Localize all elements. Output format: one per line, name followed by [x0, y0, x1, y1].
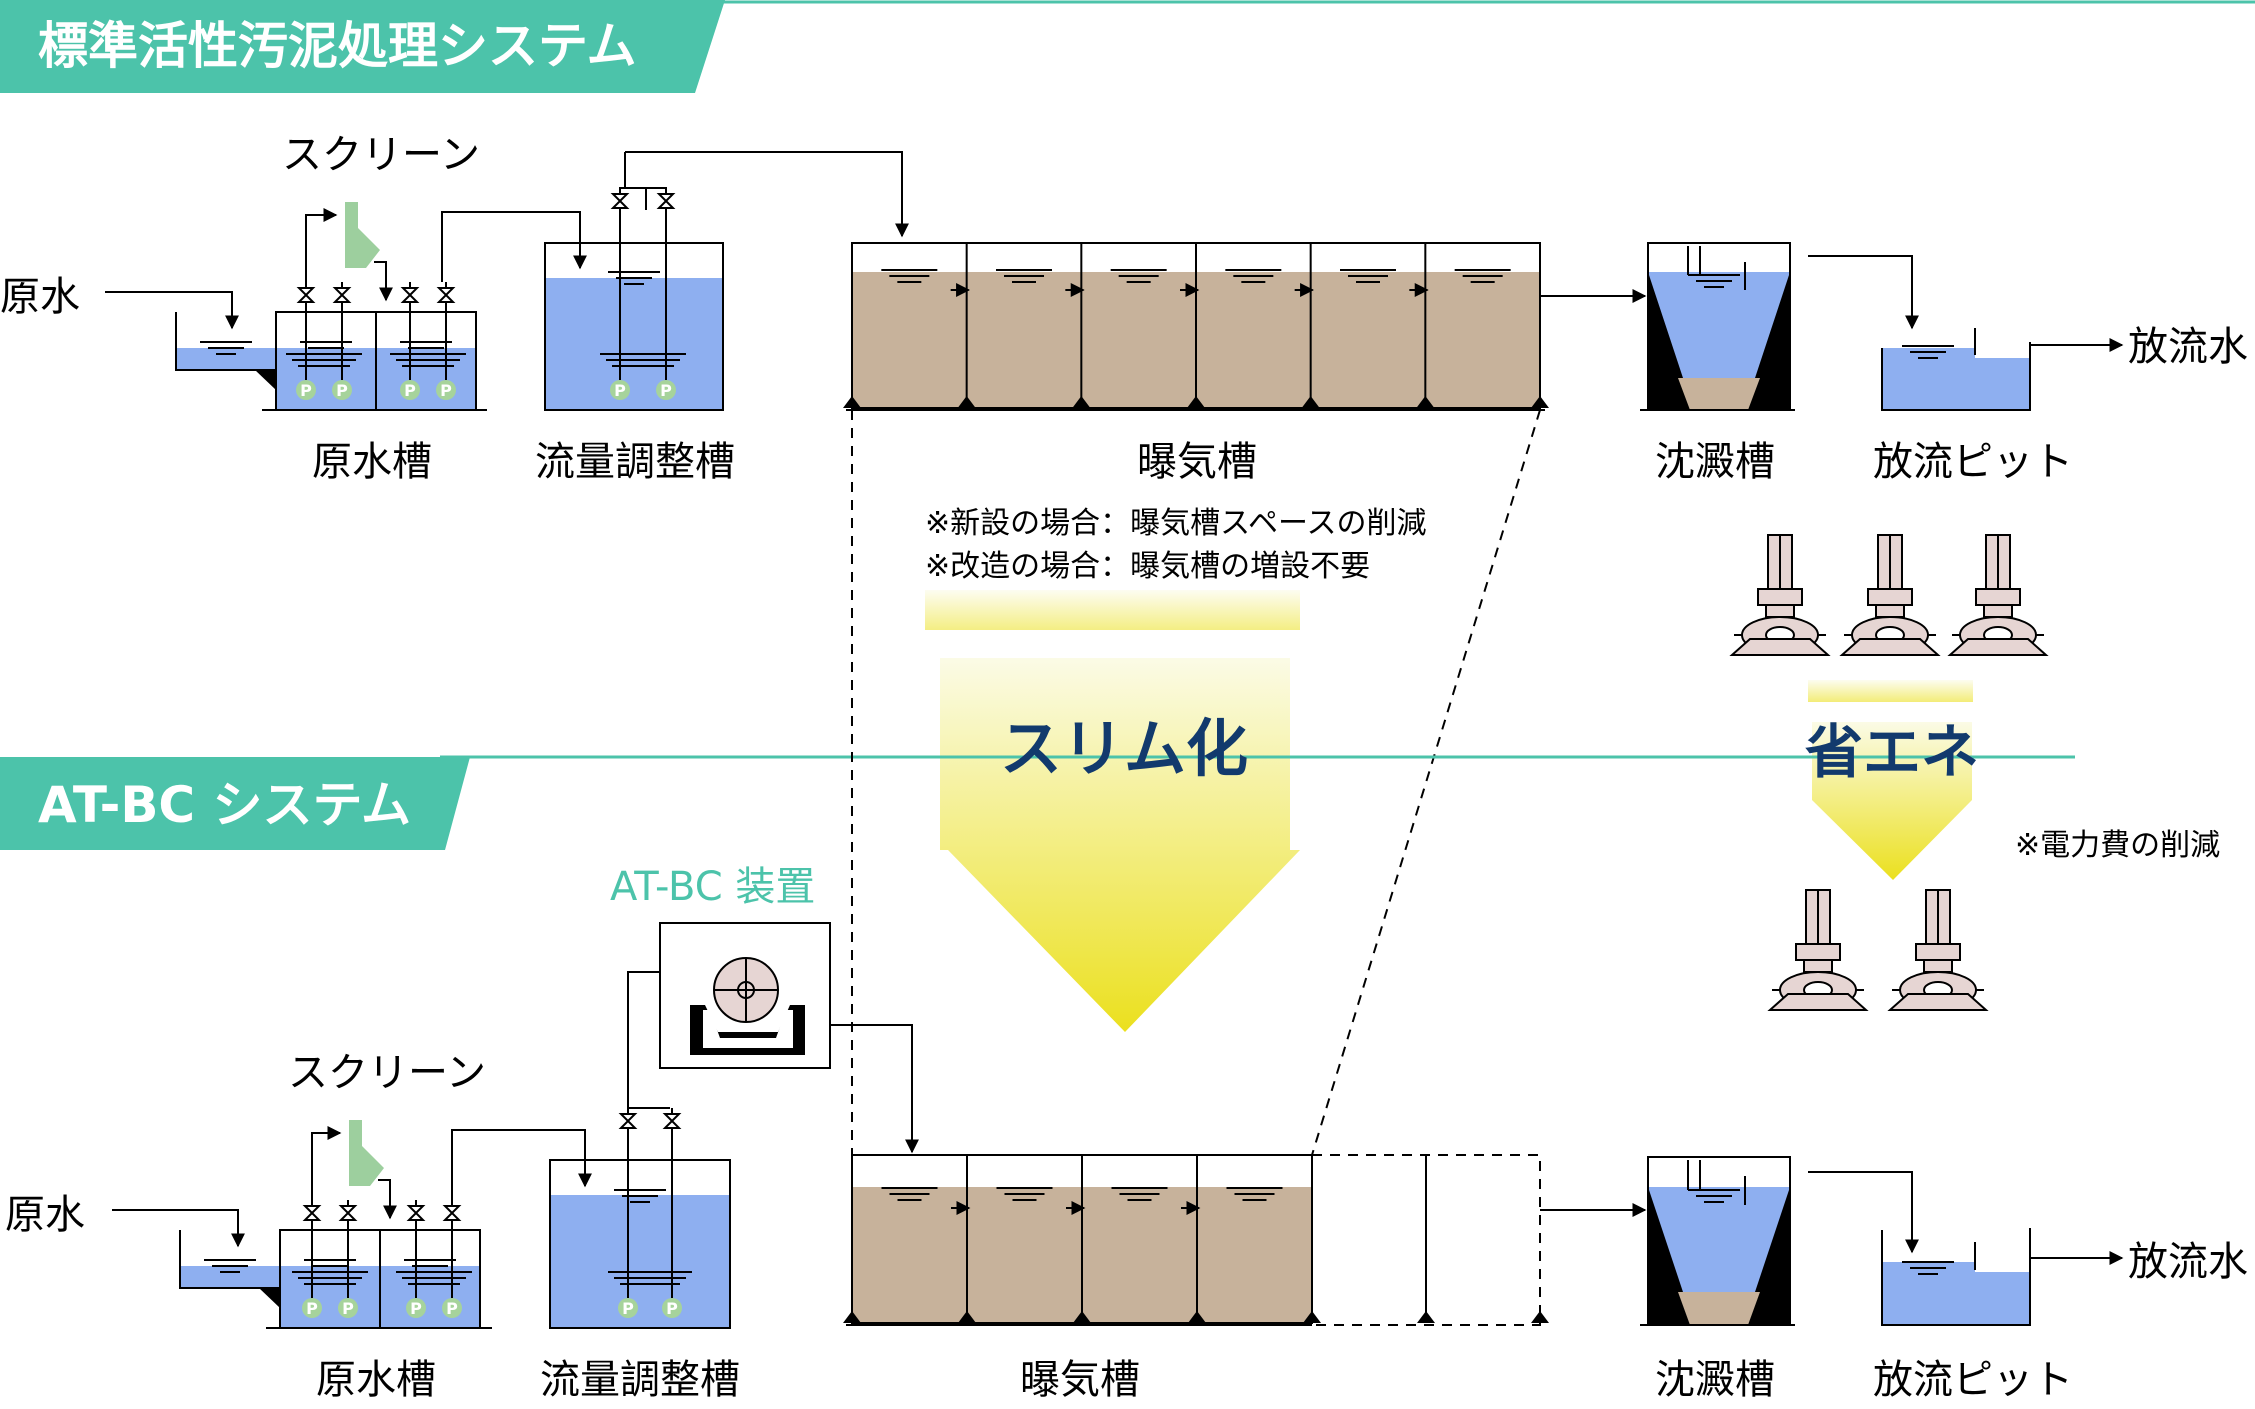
- blower-icon: [1767, 889, 1869, 1011]
- blower-icon: [1729, 534, 1831, 656]
- pump-icon: [332, 380, 352, 400]
- pump-label: P: [300, 381, 312, 400]
- top-tank-label-pit: 放流ピット: [1873, 439, 2073, 485]
- note-renovation: ※改造の場合：曝気槽の増設不要: [925, 549, 1370, 584]
- pump-label: P: [622, 1299, 634, 1318]
- top-inlet-trough: [175, 312, 276, 390]
- pump-icon: [302, 1298, 322, 1318]
- water-surface-icon: [1688, 1189, 1740, 1203]
- pump-label: P: [446, 1299, 458, 1318]
- slim-trapezoid: [851, 409, 1541, 1156]
- top-inlet-pipe: [105, 291, 239, 330]
- top-screen-label: スクリーン: [282, 132, 480, 178]
- pump-label: P: [410, 1299, 422, 1318]
- water-surface-icon: [204, 1259, 256, 1273]
- bottom-header: AT-BC システム: [0, 755, 2075, 850]
- water-surface-icon: [200, 341, 252, 355]
- pump-icon: [400, 380, 420, 400]
- bottom-discharge-pit: [1881, 1228, 2031, 1326]
- pump-icon: [656, 380, 676, 400]
- top-tank-label-settling: 沈澱槽: [1655, 439, 1775, 485]
- bottom-screen-label: スクリーン: [288, 1050, 486, 1096]
- bottom-screen-icon: [349, 1120, 384, 1186]
- pump-label: P: [306, 1299, 318, 1318]
- bottom-tank-label-raw: 原水槽: [316, 1357, 436, 1403]
- pump-icon: [442, 1298, 462, 1318]
- top-raw-water-tank: [262, 311, 487, 411]
- pump-icon: [662, 1298, 682, 1318]
- pump-icon: [436, 380, 456, 400]
- pump-icon: [406, 1298, 426, 1318]
- top-aeration-compartments: [843, 243, 1549, 408]
- top-inlet-label: 原水: [0, 274, 80, 320]
- bottom-inlet-trough: [179, 1230, 280, 1308]
- top-flow-tank: [544, 242, 724, 411]
- water-surface-icon: [608, 271, 660, 285]
- pump-icon: [338, 1298, 358, 1318]
- atbc-device: [659, 922, 831, 1069]
- top-tank-label-flow: 流量調整槽: [535, 439, 735, 485]
- blower-icon: [1887, 889, 1989, 1011]
- slim-label: スリム化: [1000, 712, 1248, 785]
- top-discharge-pit: [1881, 328, 2031, 411]
- note-new-construction: ※新設の場合：曝気槽スペースの削減: [925, 506, 1427, 541]
- pump-icon: [610, 380, 630, 400]
- slim-arrow: [925, 590, 1300, 1032]
- energy-arrow: [1808, 680, 1973, 880]
- bottom-outlet-label: 放流水: [2128, 1239, 2248, 1285]
- pump-label: P: [660, 381, 672, 400]
- pump-label: P: [614, 381, 626, 400]
- bottom-aeration-tank: [846, 1154, 1541, 1326]
- top-outlet-label: 放流水: [2128, 324, 2248, 370]
- blower-icon: [1839, 534, 1941, 656]
- top-settling-tank: [1640, 242, 1795, 411]
- bottom-settling-tank: [1640, 1156, 1795, 1326]
- bottom-tank-label-pit: 放流ピット: [1873, 1357, 2073, 1403]
- top-screen-icon: [345, 202, 380, 268]
- bottom-tank-label-settling: 沈澱槽: [1655, 1357, 1775, 1403]
- bottom-flow-tank: [549, 1159, 731, 1329]
- water-surface-icon: [1902, 1261, 1954, 1275]
- energy-label: 省エネ: [1805, 718, 1979, 786]
- pump-label: P: [404, 381, 416, 400]
- top-header-title: 標準活性汚泥処理システム: [38, 17, 637, 75]
- top-tank-label-raw: 原水槽: [312, 439, 432, 485]
- pump-icon: [618, 1298, 638, 1318]
- top-tank-label-aeration: 曝気槽: [1137, 439, 1257, 485]
- pump-icon: [296, 380, 316, 400]
- bottom-tank-label-aeration: 曝気槽: [1020, 1357, 1140, 1403]
- bottom-aeration-compartments: [843, 1155, 1549, 1323]
- pump-label: P: [666, 1299, 678, 1318]
- blower-icon: [1947, 534, 2049, 656]
- top-header: 標準活性汚泥処理システム: [0, 0, 2255, 93]
- pump-label: P: [342, 1299, 354, 1318]
- pump-label: P: [336, 381, 348, 400]
- bottom-tank-label-flow: 流量調整槽: [540, 1357, 740, 1403]
- bottom-inlet-label: 原水: [5, 1192, 85, 1238]
- pump-label: P: [440, 381, 452, 400]
- energy-note: ※電力費の削減: [2015, 828, 2220, 863]
- bottom-header-title: AT-BC システム: [38, 776, 411, 834]
- water-surface-icon: [1902, 345, 1954, 359]
- device-label: AT-BC 装置: [610, 864, 815, 910]
- water-surface-icon: [1688, 274, 1740, 288]
